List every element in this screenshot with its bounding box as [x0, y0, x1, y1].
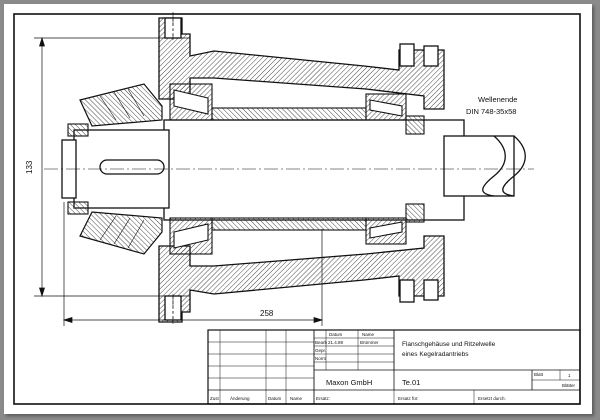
tb-ersatz-fuer: Ersatz für:	[398, 396, 419, 401]
tb-row-norm: Norm	[315, 356, 326, 361]
dim-horizontal-label: 258	[260, 309, 274, 318]
bevel-pinion	[79, 83, 163, 255]
tb-col-zust: Zust	[210, 396, 220, 401]
tb-col-datum: Datum	[268, 396, 282, 401]
tb-sheet-label: Blatt	[534, 372, 544, 377]
dim-vertical-label: 133	[25, 160, 34, 174]
tb-drawing-no: Te.01	[402, 378, 420, 387]
tb-sheet-no: 1	[568, 373, 571, 378]
tb-company: Maxon GmbH	[326, 378, 372, 387]
tb-title-line2: eines Kegelradantriebs	[402, 351, 469, 358]
tb-sheet-total: Blätter	[562, 383, 576, 388]
tb-date-bearb: 21.4.89	[328, 340, 344, 345]
shaft-end-note-line1: Wellenende	[478, 95, 517, 104]
flange-housing	[158, 17, 445, 323]
tb-title-line1: Flanschgehäuse und Ritzelwelle	[402, 341, 496, 348]
tb-header-name: Name	[362, 332, 375, 337]
title-block	[207, 329, 581, 405]
tb-col-name: Name	[290, 396, 303, 401]
tb-header-datum: Datum	[329, 332, 343, 337]
centre-lines	[44, 12, 534, 324]
tb-col-aend: Änderung	[230, 395, 250, 401]
tb-name-bearb: Brümmer	[360, 340, 379, 345]
tb-ersatz: Ersatz:	[316, 396, 330, 401]
tapered-roller-bearings	[67, 83, 425, 255]
dimension-lines	[34, 36, 324, 326]
drawing-sheet: 133 258 Wellenende DIN 748-35x58 Datu	[4, 4, 592, 414]
tb-row-bearb: Bearb	[315, 340, 328, 345]
pinion-shaft	[61, 119, 526, 221]
tb-ersetzt-durch: Ersetzt durch:	[478, 396, 506, 401]
tb-row-gepr: Gepr.	[315, 348, 326, 353]
technical-drawing: 133 258 Wellenende DIN 748-35x58 Datu	[13, 12, 581, 405]
shaft-end-note-line2: DIN 748-35x58	[466, 107, 516, 116]
